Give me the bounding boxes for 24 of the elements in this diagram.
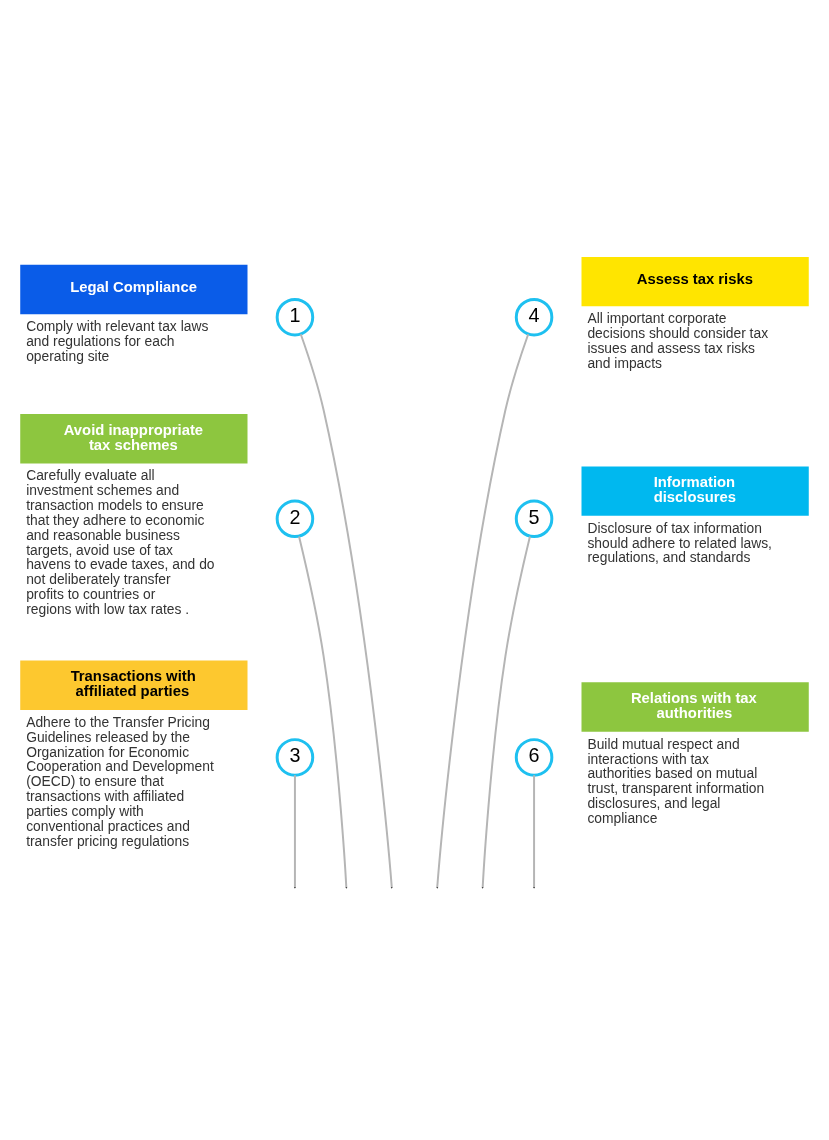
node-label: Adhere to the Transfer Pricing Guidelines released by the Organization for Economic Cooperation and Development (OECD) to ensure that transactions with affiliated parties comply with conventional practices and transfer pricing regulations [26, 713, 214, 849]
connector [481, 534, 531, 888]
node-circle: 3 [275, 737, 315, 777]
node-box: Information disclosures [581, 465, 809, 516]
node-box: Relations with tax authorities [581, 681, 809, 732]
node-label: Carefully evaluate all investment schemes and transaction models to ensure that they adhere to economic and reasonable business targets, avoid use of tax havens to evade taxes, and do not deliberately transfer profits to countries or regions with low tax rates . [26, 466, 215, 617]
node-box: Avoid inappropriate tax schemes [20, 413, 248, 463]
connector [436, 332, 530, 888]
node-circle: 2 [275, 499, 315, 538]
node-box: Transactions with affiliated parties [20, 660, 248, 710]
connector [293, 773, 296, 888]
node-label: Build mutual respect and interactions with tax authorities based on mutual trust, transparent information disclosures, and legal compliance [587, 735, 765, 826]
node-label: All important corporate decisions should consider tax issues and assess tax risks and impacts [587, 309, 769, 371]
node-circle: 5 [514, 499, 554, 538]
node-circle: 1 [275, 297, 315, 336]
connector [533, 773, 536, 888]
connector [299, 332, 393, 888]
node-box: Assess tax risks [581, 256, 809, 306]
node-circle: 4 [514, 297, 554, 336]
connector [298, 534, 348, 888]
node-label: Disclosure of tax information should adhere to related laws, regulations, and standards [587, 519, 772, 565]
node-circle: 6 [514, 737, 554, 777]
node-box: Legal Compliance [20, 264, 248, 314]
node-label: Comply with relevant tax laws and regulations for each operating site [26, 317, 209, 364]
